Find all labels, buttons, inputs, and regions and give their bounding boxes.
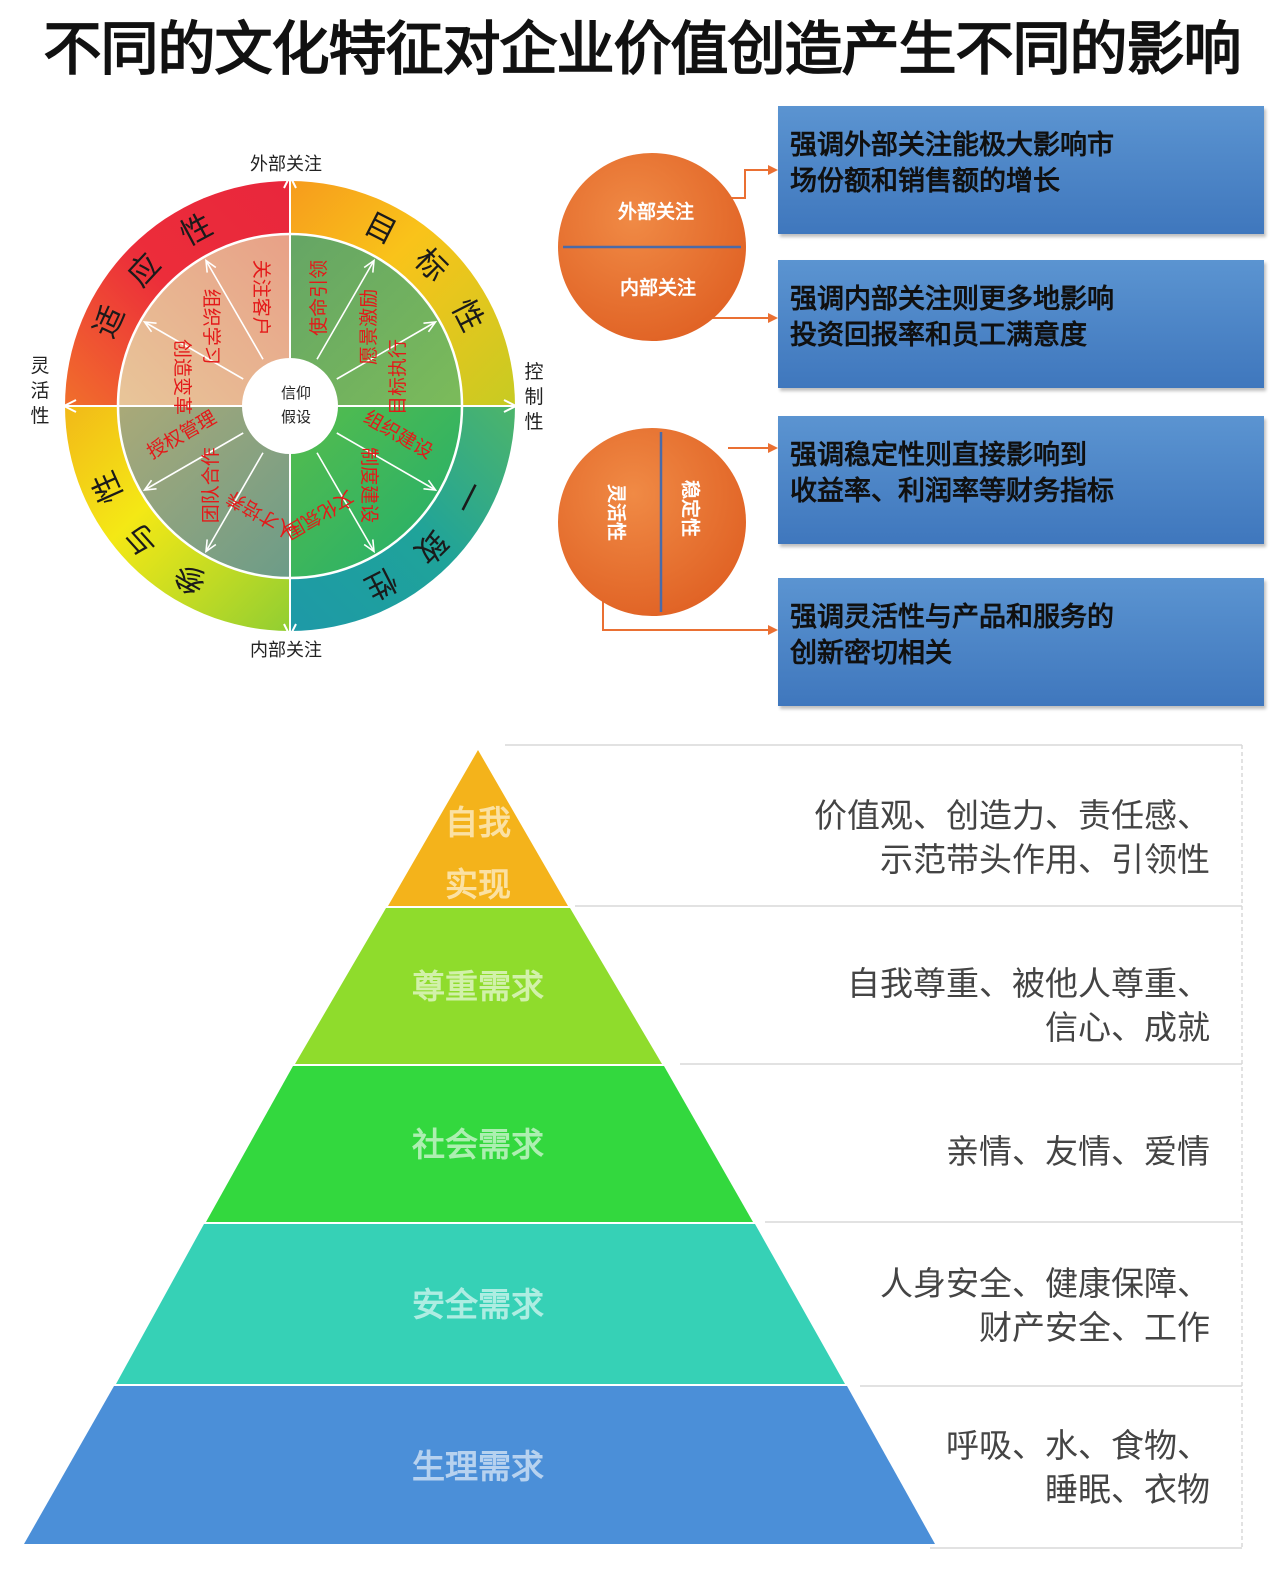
- wheel-axis-left-char: 活: [30, 380, 49, 402]
- info-box-line: 创新密切相关: [790, 638, 952, 669]
- info-box-internal: 强调内部关注则更多地影响 投资回报率和员工满意度: [778, 260, 1264, 388]
- wheel-center-line-2: 假设: [281, 408, 311, 426]
- wheel-center-line-1: 信仰: [281, 384, 311, 402]
- connector-arrowheads: [768, 165, 778, 635]
- level-esteem: [295, 908, 662, 1064]
- info-box-line: 收益率、利润率等财务指标: [790, 476, 1114, 507]
- level-label: 实现: [445, 865, 511, 904]
- level-label: 自我: [445, 803, 511, 842]
- wheel-axis-left-char: 灵: [30, 355, 49, 377]
- level-desc-line: 睡眠、衣物: [1045, 1470, 1210, 1509]
- level-label: 尊重需求: [412, 967, 544, 1006]
- wheel-axis-left-char: 性: [30, 405, 49, 427]
- level-social: [206, 1066, 753, 1222]
- needs-pyramid: 自我 实现 尊重需求 社会需求 安全需求 生理需求: [24, 744, 1243, 1549]
- level-desc-line: 价值观、创造力、责任感、: [814, 796, 1210, 835]
- level-desc-line: 示范带头作用、引领性: [880, 840, 1210, 879]
- level-safety: [116, 1224, 845, 1384]
- level-label: 社会需求: [412, 1125, 544, 1164]
- pyramid-brackets: [505, 744, 1243, 1549]
- stability-circle-right-label: 稳定性: [679, 480, 702, 537]
- level-self-actualization: [388, 750, 568, 906]
- pyramid-levels: [24, 750, 935, 1544]
- info-box-stability: 强调稳定性则直接影响到 收益率、利润率等财务指标: [778, 416, 1264, 544]
- level-physiological: [24, 1386, 935, 1544]
- wheel-center: [242, 358, 338, 454]
- info-box-line: 强调内部关注则更多地影响: [790, 284, 1114, 315]
- level-desc-line: 人身安全、健康保障、: [880, 1264, 1210, 1303]
- info-box-flexibility: 强调灵活性与产品和服务的 创新密切相关: [778, 578, 1264, 706]
- wheel-axis-top-label: 外部关注: [250, 154, 322, 175]
- consistency-item: 制度建设: [358, 447, 380, 523]
- wheel-spokes: [142, 258, 438, 554]
- goal-item: 目标执行: [387, 339, 409, 415]
- connector-lines: [602, 169, 770, 631]
- focus-circle: 外部关注 内部关注: [558, 153, 746, 341]
- level-desc-line: 呼吸、水、食物、: [946, 1426, 1210, 1465]
- info-box-line: 强调稳定性则直接影响到: [790, 440, 1087, 471]
- focus-circle-top-label: 外部关注: [618, 200, 694, 223]
- info-box-line: 场份额和销售额的增长: [790, 166, 1060, 197]
- adaptive-item: 关注客户: [250, 260, 272, 336]
- level-esteem-desc: 自我尊重、被他人尊重、 信心、成就: [847, 962, 1210, 1050]
- level-desc-line: 自我尊重、被他人尊重、: [847, 964, 1210, 1003]
- stability-circle-left-label: 灵活性: [605, 484, 628, 541]
- focus-circle-bottom-label: 内部关注: [620, 276, 696, 299]
- info-box-line: 强调灵活性与产品和服务的: [790, 602, 1114, 633]
- adaptive-item: 创造变革: [171, 339, 193, 415]
- goal-item: 愿景激励: [358, 289, 380, 365]
- stability-circle: 灵活性 稳定性: [558, 428, 746, 616]
- goal-item: 使命引领: [308, 260, 330, 336]
- wheel-axis-right-char: 制: [524, 386, 543, 408]
- level-desc-line: 财产安全、工作: [979, 1308, 1210, 1347]
- info-box-line: 强调外部关注能极大影响市: [790, 130, 1114, 161]
- info-box-line: 投资回报率和员工满意度: [790, 320, 1087, 351]
- adaptive-item: 组织学习: [200, 289, 222, 365]
- level-desc-line: 亲情、友情、爱情: [946, 1132, 1210, 1171]
- wheel-axis-right-char: 性: [524, 411, 543, 433]
- info-box-external: 强调外部关注能极大影响市 场份额和销售额的增长: [778, 106, 1264, 234]
- level-self-actualization-desc: 价值观、创造力、责任感、 示范带头作用、引领性: [814, 794, 1210, 882]
- level-label: 生理需求: [412, 1447, 544, 1486]
- participation-item: 团队合作: [200, 447, 222, 523]
- page-title: 不同的文化特征对企业价值创造产生不同的影响: [43, 15, 1241, 83]
- wheel-axis-right-char: 控: [524, 361, 543, 383]
- level-social-desc: 亲情、友情、爱情: [946, 1130, 1210, 1174]
- wheel-axis-bottom-label: 内部关注: [250, 640, 322, 661]
- focus-diagram: 外部关注 内部关注 灵活性 稳定性: [558, 153, 778, 635]
- level-physiological-desc: 呼吸、水、食物、 睡眠、衣物: [946, 1424, 1210, 1512]
- level-desc-line: 信心、成就: [1045, 1008, 1210, 1047]
- level-safety-desc: 人身安全、健康保障、 财产安全、工作: [880, 1262, 1210, 1350]
- level-label: 安全需求: [412, 1285, 544, 1324]
- culture-wheel: 信仰 假设 外部关注 内部关注 灵 活 性 控 制 性 适 应 性 目 标 性 …: [30, 154, 543, 661]
